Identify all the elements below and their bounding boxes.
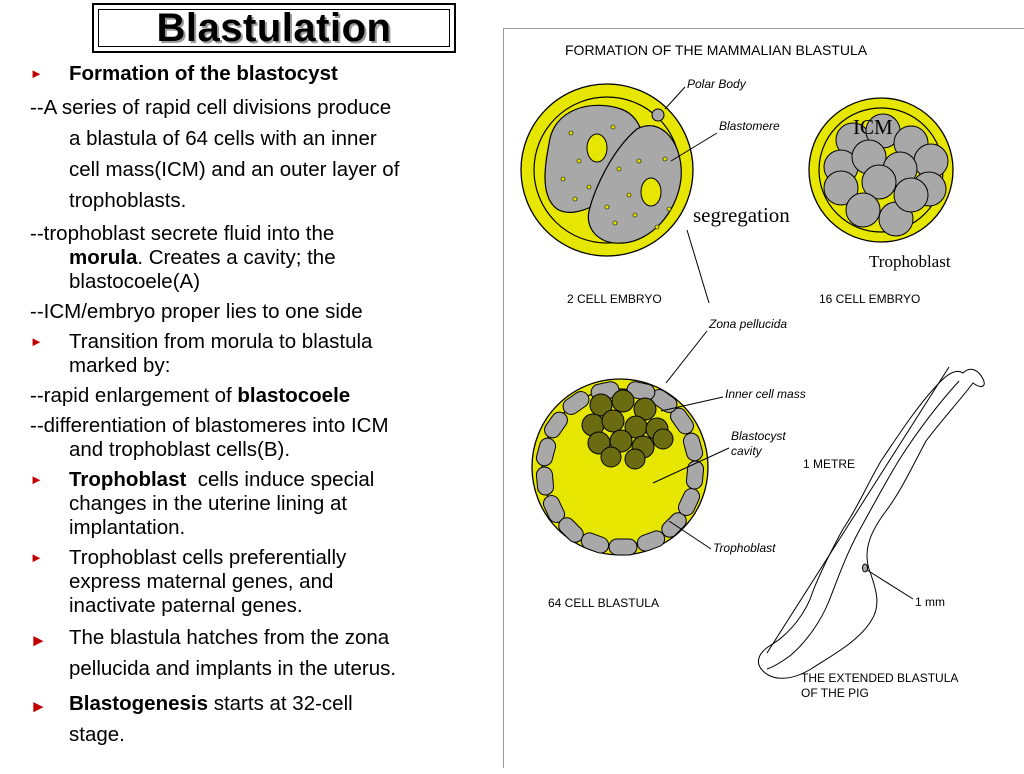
dash-line: a blastula of 64 cells with an inner bbox=[69, 127, 377, 150]
dash-item: --rapid enlargement of blastocoele bbox=[30, 384, 490, 408]
label-blastocyst: Blastocyst bbox=[731, 429, 786, 443]
label-icm: ICM bbox=[853, 115, 893, 139]
dash-text: --rapid enlargement of bbox=[30, 384, 238, 407]
bullet-trophoblast: ► Trophoblast cells induce special chang… bbox=[30, 468, 490, 540]
label-sixtyfour-cell: 64 CELL BLASTULA bbox=[548, 596, 659, 610]
label-one-mm: 1 mm bbox=[915, 595, 945, 609]
label-two-cell: 2 CELL EMBRYO bbox=[567, 292, 662, 306]
bullet-text: cells induce special bbox=[186, 468, 375, 491]
label-trophoblast-top: Trophoblast bbox=[869, 252, 951, 271]
dash-line: --trophoblast secrete fluid into the bbox=[30, 222, 335, 245]
sixtyfour-cell-blastula bbox=[531, 378, 709, 556]
label-zona-pellucida: Zona pellucida bbox=[708, 317, 787, 331]
label-polar-body: Polar Body bbox=[687, 77, 747, 91]
bullet-arrow-icon: ► bbox=[30, 697, 47, 716]
bullet-text: starts at 32-cell bbox=[208, 692, 353, 715]
label-trophoblast-bottom: Trophoblast bbox=[713, 541, 776, 555]
bullet-blastocyst: ► Formation of the blastocyst bbox=[30, 62, 490, 86]
bullet-text: stage. bbox=[69, 723, 125, 746]
bullet-line: Trophoblast cells induce special bbox=[69, 468, 490, 492]
bullet-arrow-icon: ► bbox=[30, 550, 43, 565]
label-inner-cell-mass: Inner cell mass bbox=[725, 387, 806, 401]
bullet-transition: ► Transition from morula to blastula mar… bbox=[30, 330, 490, 378]
text-column: ► Formation of the blastocyst --A series… bbox=[30, 62, 490, 750]
label-pig-line2: OF THE PIG bbox=[801, 686, 869, 700]
dash-text: . Creates a cavity; the bbox=[137, 246, 336, 269]
blastocoele-term: blastocoele bbox=[237, 384, 351, 407]
label-segregation: segregation bbox=[693, 203, 790, 227]
label-blastomere: Blastomere bbox=[719, 119, 780, 133]
blastogenesis-term: Blastogenesis bbox=[69, 692, 208, 715]
dash-line: cell mass(ICM) and an outer layer of bbox=[69, 158, 400, 181]
label-one-metre: 1 METRE bbox=[803, 457, 855, 471]
dash-line: --A series of rapid cell divisions produ… bbox=[30, 96, 392, 119]
bullet-hatching: ► The blastula hatches from the zona pel… bbox=[30, 622, 490, 684]
dash-line: --differentiation of blastomeres into IC… bbox=[30, 414, 389, 437]
bullet-line: Blastogenesis starts at 32-cell bbox=[69, 688, 490, 719]
two-cell-embryo bbox=[520, 83, 694, 257]
figure-svg: FORMATION OF THE MAMMALIAN BLASTULA bbox=[520, 42, 985, 700]
label-cavity: cavity bbox=[731, 444, 763, 458]
label-sixteen-cell: 16 CELL EMBRYO bbox=[819, 292, 920, 306]
dash-line: morula. Creates a cavity; the bbox=[30, 246, 490, 270]
scale-line bbox=[766, 366, 950, 654]
morula-term: morula bbox=[69, 246, 138, 269]
bullet-text: Formation of the blastocyst bbox=[69, 62, 338, 85]
bullet-maternal-genes: ► Trophoblast cells preferentially expre… bbox=[30, 546, 490, 618]
title-inner-frame bbox=[98, 9, 450, 47]
label-pig-line1: THE EXTENDED BLASTULA bbox=[801, 671, 958, 685]
sixteen-cell-embryo bbox=[808, 97, 954, 243]
bullet-text: Trophoblast cells preferentially bbox=[69, 546, 347, 569]
dash-item: --A series of rapid cell divisions produ… bbox=[30, 92, 490, 216]
bullet-text: Transition from morula to blastula bbox=[69, 330, 373, 353]
dash-item: --differentiation of blastomeres into IC… bbox=[30, 414, 490, 462]
figure-title: FORMATION OF THE MAMMALIAN BLASTULA bbox=[565, 42, 868, 58]
bullet-text: changes in the uterine lining at bbox=[69, 492, 348, 515]
bullet-arrow-icon: ► bbox=[30, 472, 43, 487]
bullet-text: pellucida and implants in the uterus. bbox=[69, 657, 397, 680]
bullet-text: The blastula hatches from the zona bbox=[69, 626, 390, 649]
dash-line: and trophoblast cells(B). bbox=[69, 438, 291, 461]
bullet-arrow-icon: ► bbox=[30, 631, 47, 650]
trophoblast-term: Trophoblast bbox=[69, 468, 187, 491]
bullet-arrow-icon: ► bbox=[30, 334, 43, 349]
dash-line: blastocoele(A) bbox=[69, 270, 201, 293]
bullet-arrow-icon: ► bbox=[30, 66, 43, 81]
bullet-text: inactivate paternal genes. bbox=[69, 594, 303, 617]
bullet-text: marked by: bbox=[69, 354, 171, 377]
title-frame: Blastulation bbox=[92, 3, 456, 53]
pig-extended-blastula bbox=[758, 368, 985, 679]
bullet-blastogenesis: ► Blastogenesis starts at 32-cell stage. bbox=[30, 688, 490, 750]
bullet-text: implantation. bbox=[69, 516, 186, 539]
dash-item: --ICM/embryo proper lies to one side bbox=[30, 300, 363, 323]
slide-title: Blastulation bbox=[156, 6, 392, 50]
blastula-figure: FORMATION OF THE MAMMALIAN BLASTULA bbox=[503, 28, 1024, 768]
dash-item: --trophoblast secrete fluid into the mor… bbox=[30, 222, 490, 294]
dash-line: trophoblasts. bbox=[69, 189, 187, 212]
bullet-text: express maternal genes, and bbox=[69, 570, 334, 593]
